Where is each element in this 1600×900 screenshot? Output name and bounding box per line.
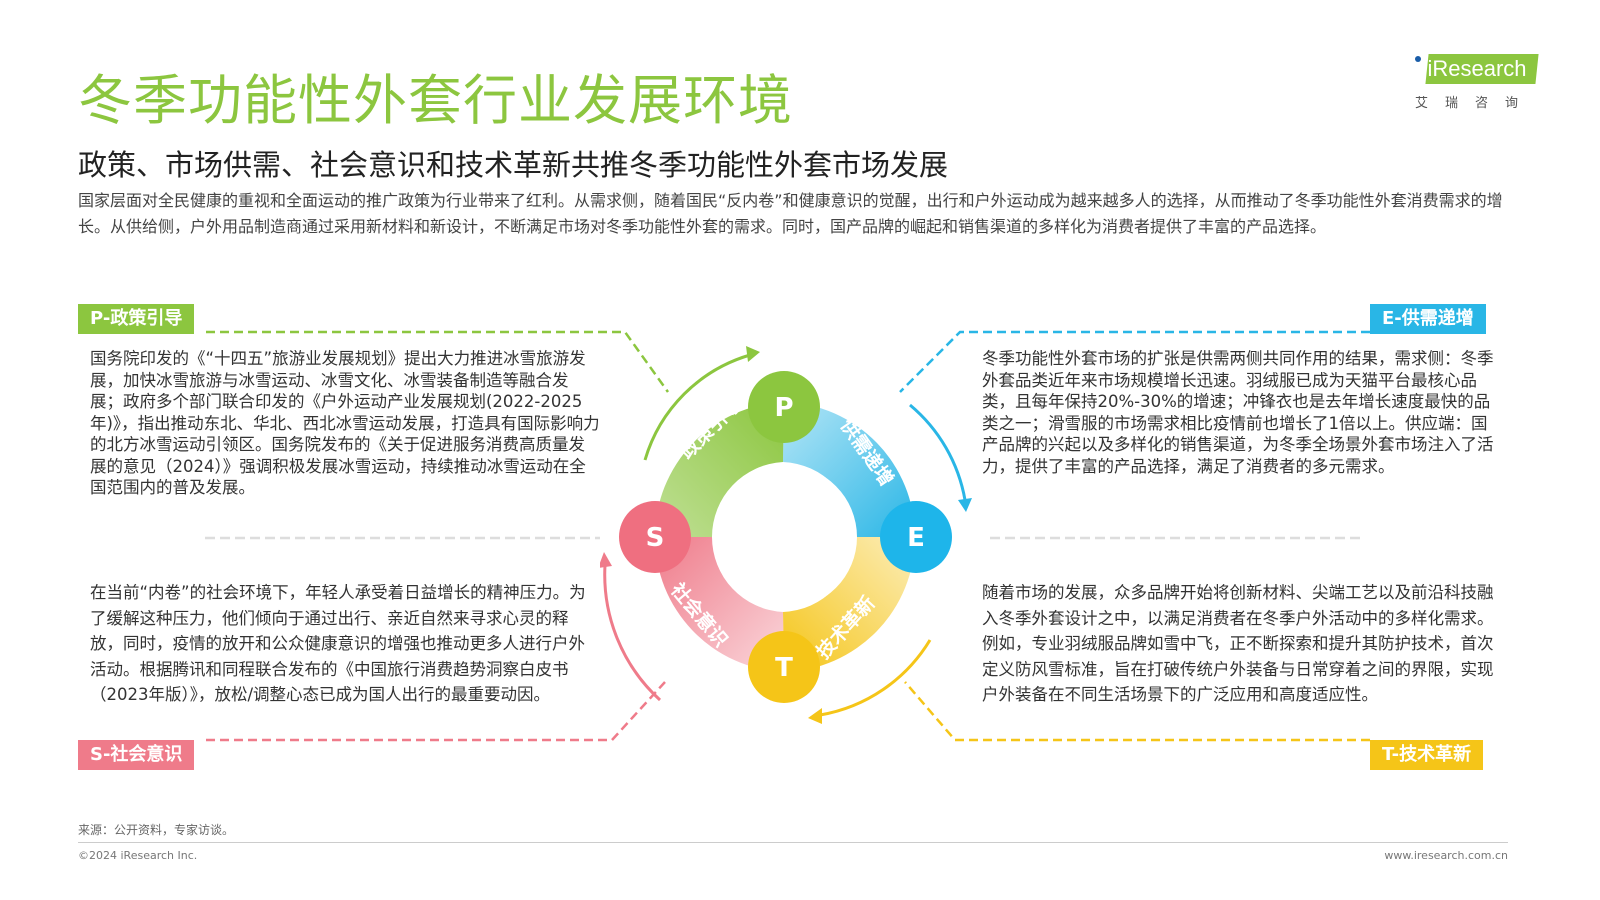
ring-center	[713, 465, 857, 609]
arrowhead-s	[600, 552, 612, 568]
tag-technology: T-技术革新	[1370, 740, 1484, 770]
node-e-label: E	[907, 523, 925, 553]
page-subtitle: 政策、市场供需、社会意识和技术革新共推冬季功能性外套市场发展	[78, 148, 949, 182]
policy-paragraph: 国务院印发的《“十四五”旅游业发展规划》提出大力推进冰雪旅游发展，加快冰雪旅游与…	[90, 349, 600, 497]
node-s-label: S	[646, 523, 665, 553]
technology-paragraph: 随着市场的发展，众多品牌开始将创新材料、尖端工艺以及前沿科技融入冬季外套设计之中…	[982, 583, 1494, 704]
source-note: 来源：公开资料，专家访谈。	[78, 823, 235, 837]
logo-text: iResearch	[1427, 56, 1527, 81]
economy-paragraph: 冬季功能性外套市场的扩张是供需两侧共同作用的结果，需求侧：冬季外套品类近年来市场…	[982, 349, 1494, 476]
node-p-label: P	[774, 393, 793, 423]
ring-segment-t	[783, 537, 915, 672]
p-connector	[206, 330, 670, 393]
footer-divider	[78, 842, 1508, 843]
tag-economy: E-供需递增	[1370, 304, 1486, 334]
arrow-e	[909, 403, 967, 501]
arrow-p	[643, 353, 751, 461]
iresearch-logo: iResearch 艾瑞咨询	[1415, 48, 1545, 118]
ring-segment-p	[654, 402, 784, 537]
arrow-s	[603, 564, 662, 702]
pest-cycle-diagram: 政策引导 供需递增 技术革新 社会意识 P E T S	[600, 346, 972, 724]
tag-society: S-社会意识	[78, 740, 195, 770]
page-title: 冬季功能性外套行业发展环境	[78, 69, 793, 132]
intro-paragraph: 国家层面对全民健康的重视和全面运动的推广政策为行业带来了红利。从需求侧，随着国民…	[78, 191, 1503, 236]
copyright: ©2024 iResearch Inc.	[78, 849, 198, 862]
arrow-t	[819, 639, 932, 717]
t-connector	[904, 681, 1370, 742]
ring-segment-e	[783, 402, 915, 537]
node-t-label: T	[775, 653, 793, 683]
node-e	[880, 501, 952, 573]
e-connector	[899, 330, 1370, 393]
arrowhead-e	[958, 498, 972, 512]
ring-segment-s	[654, 537, 784, 672]
society-paragraph: 在当前“内卷”的社会环境下，年轻人承受着日益增长的精神压力。为了缓解这种压力，他…	[90, 583, 586, 704]
arrowhead-p	[746, 346, 760, 362]
node-p	[748, 371, 820, 443]
s-connector	[206, 681, 666, 742]
logo-subtext: 艾瑞咨询	[1415, 96, 1536, 111]
node-t	[748, 631, 820, 703]
arrowhead-t	[808, 708, 822, 724]
footer-url[interactable]: www.iresearch.com.cn	[1384, 849, 1508, 862]
node-s	[619, 501, 691, 573]
tag-policy: P-政策引导	[78, 304, 195, 334]
logo-dot-icon	[1415, 56, 1421, 62]
